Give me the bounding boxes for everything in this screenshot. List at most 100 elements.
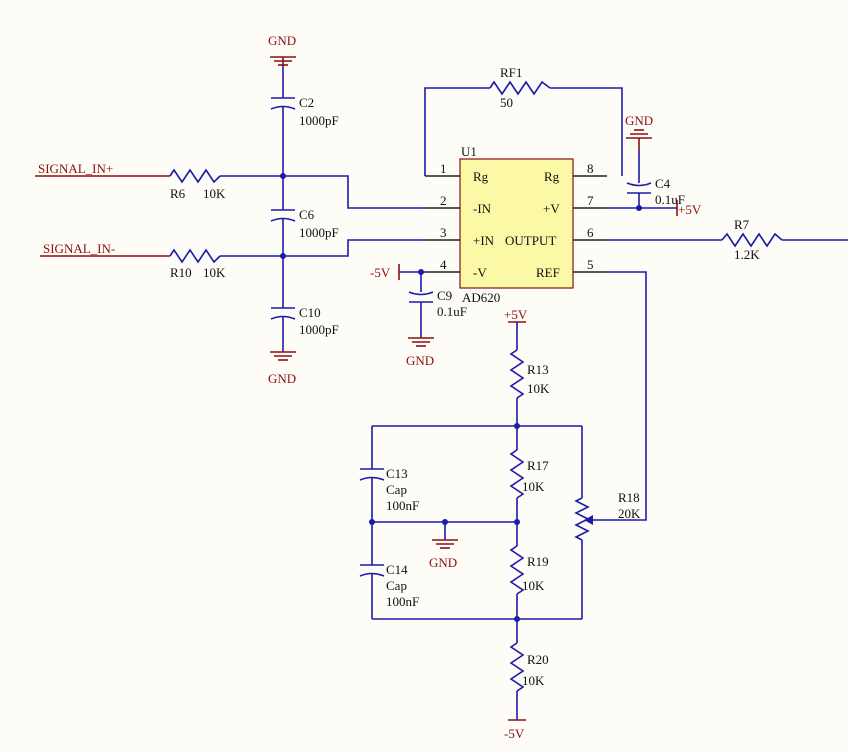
pin-2-number: 2 (440, 193, 447, 208)
c6-ref: C6 (299, 207, 315, 222)
c10-value: 1000pF (299, 322, 339, 337)
wire-ref-to-r18 (592, 271, 647, 521)
plus5-label-pin7: +5V (678, 202, 702, 217)
gnd-symbol-c10: GND (268, 351, 296, 386)
c13-ref: C13 (386, 466, 408, 481)
pin-label-v-neg: -V (473, 265, 487, 280)
pin-label-ref: REF (536, 265, 560, 280)
rf1-zigzag (489, 80, 551, 96)
minus5-symbol-pin4: -5V (370, 264, 400, 280)
r20-ref: R20 (527, 652, 549, 667)
opamp-u1: U1 AD620 1 2 3 4 8 7 6 5 Rg -IN +IN -V R… (425, 144, 607, 305)
rf1-ref: RF1 (500, 65, 522, 80)
resistor-r6: R6 10K (169, 168, 226, 201)
r18-wiper-arrow (584, 515, 593, 525)
c2-value: 1000pF (299, 113, 339, 128)
resistor-r7: R7 1.2K (607, 217, 848, 262)
wire-rf1-left (424, 87, 490, 176)
junction-c4 (636, 205, 642, 211)
r7-value: 1.2K (734, 247, 760, 262)
resistor-r10: R10 10K (169, 248, 226, 280)
pin-1-number: 1 (440, 161, 447, 176)
c10-ref: C10 (299, 305, 321, 320)
potentiometer-r18: R18 20K (574, 426, 641, 619)
r18-value: 20K (618, 506, 641, 521)
resistor-r19: R19 10K (509, 522, 549, 619)
net-signal-in-neg: SIGNAL_IN- (40, 241, 170, 257)
r20-value: 10K (522, 673, 545, 688)
gnd-label-c9: GND (406, 353, 434, 368)
gnd-symbol-c2: GND (268, 33, 296, 66)
minus5-label-pin4: -5V (370, 265, 391, 280)
r18-ref: R18 (618, 490, 640, 505)
pin-7-number: 7 (587, 193, 594, 208)
capacitor-c6: C6 1000pF (270, 176, 339, 256)
c9-ref: C9 (437, 288, 452, 303)
c2-ref: C2 (299, 95, 314, 110)
r13-ref: R13 (527, 362, 549, 377)
net-signal-in-pos: SIGNAL_IN+ (35, 161, 170, 177)
r19-value: 10K (522, 578, 545, 593)
pin-8-number: 8 (587, 161, 594, 176)
gnd-label-c2: GND (268, 33, 296, 48)
r6-value: 10K (203, 186, 226, 201)
c4-plate-top (626, 182, 652, 187)
wire-rf1-right (550, 87, 623, 176)
capacitor-c2: C2 1000pF (270, 66, 339, 176)
c13-value: 100nF (386, 498, 419, 513)
rf1-value: 50 (500, 95, 513, 110)
capacitor-c10: C10 1000pF (270, 256, 339, 352)
resistor-rf1: RF1 50 (424, 65, 623, 176)
c13-type: Cap (386, 482, 407, 497)
plus5-symbol-pin7: +5V (676, 200, 702, 217)
pin-6-number: 6 (587, 225, 594, 240)
wire-in-pos-path (220, 239, 425, 257)
gnd-symbol-c4: GND (625, 113, 653, 150)
c6-value: 1000pF (299, 225, 339, 240)
r6-ref: R6 (170, 186, 186, 201)
gnd-label-c4: GND (625, 113, 653, 128)
c9-value: 0.1uF (437, 304, 467, 319)
c14-type: Cap (386, 578, 407, 593)
r10-value: 10K (203, 265, 226, 280)
c4-ref: C4 (655, 176, 671, 191)
capacitor-c4: C4 0.1uF (626, 150, 685, 208)
pin-3-number: 3 (440, 225, 447, 240)
r17-value: 10K (522, 479, 545, 494)
pin-4-number: 4 (440, 257, 447, 272)
resistor-r20: R20 10K (509, 619, 549, 720)
gnd-label-mid: GND (429, 555, 457, 570)
pin-label-output: OUTPUT (505, 233, 556, 248)
pin-label-in-neg: -IN (473, 201, 492, 216)
minus5-symbol-r20: -5V (504, 719, 526, 741)
r10-ref: R10 (170, 265, 192, 280)
resistor-r17: R17 10K (509, 426, 549, 522)
pin-label-rg-left: Rg (473, 169, 489, 184)
wire-in-neg-path (220, 175, 425, 209)
plus5-label-r13: +5V (504, 307, 528, 322)
pin-label-in-pos: +IN (473, 233, 495, 248)
capacitor-c13: C13 Cap 100nF (359, 426, 419, 522)
c14-value: 100nF (386, 594, 419, 609)
signal-in-neg-label: SIGNAL_IN- (43, 241, 115, 256)
capacitor-c9: C9 0.1uF (408, 272, 467, 338)
gnd-symbol-mid: GND (429, 522, 458, 570)
plus5-symbol-r13: +5V (504, 307, 528, 350)
opamp-ref: U1 (461, 144, 477, 159)
gnd-label-c10: GND (268, 371, 296, 386)
r13-value: 10K (527, 381, 550, 396)
r7-ref: R7 (734, 217, 750, 232)
r19-ref: R19 (527, 554, 549, 569)
pin-label-v-pos: +V (543, 201, 560, 216)
resistor-r13: R13 10K (509, 349, 550, 426)
opamp-part: AD620 (462, 290, 500, 305)
c14-ref: C14 (386, 562, 408, 577)
signal-in-pos-label: SIGNAL_IN+ (38, 161, 113, 176)
pin-5-number: 5 (587, 257, 594, 272)
gnd-symbol-c9: GND (406, 337, 434, 368)
pin-label-rg-right: Rg (544, 169, 560, 184)
r7-zigzag (721, 232, 783, 248)
opamp-body (459, 158, 574, 289)
